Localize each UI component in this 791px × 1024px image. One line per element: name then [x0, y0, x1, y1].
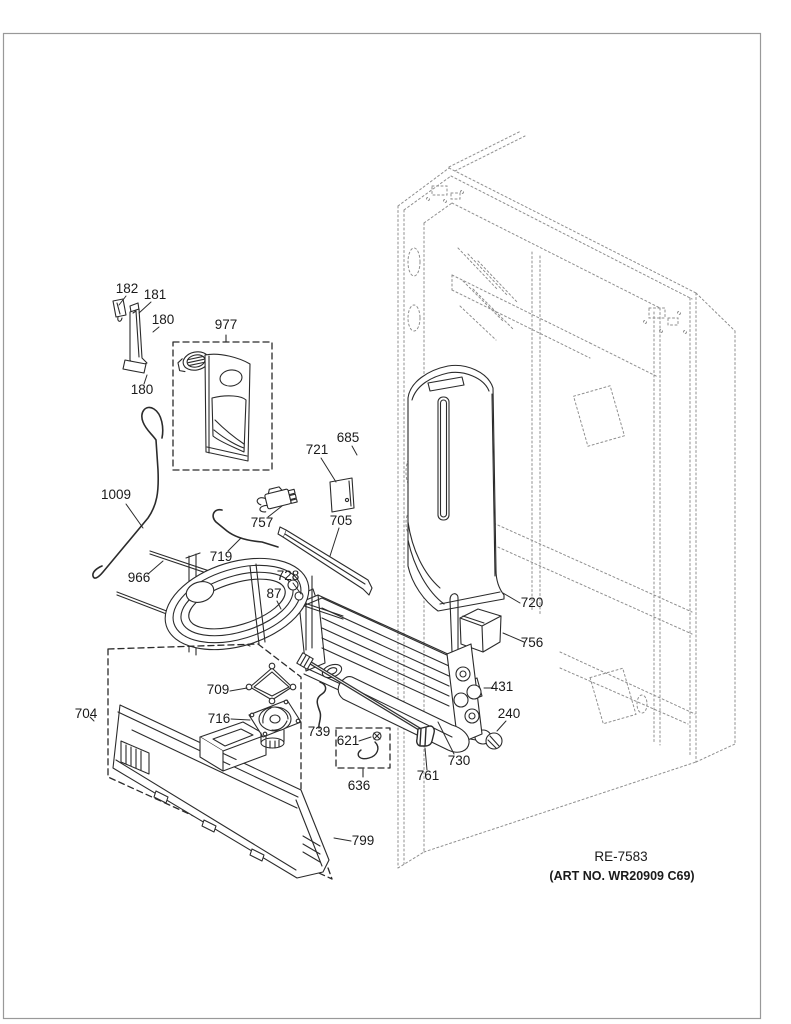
- part-label-181: 181: [144, 287, 167, 302]
- part-label-739: 739: [308, 724, 331, 739]
- part-label-1009: 1009: [101, 487, 131, 502]
- part-label-977: 977: [215, 317, 238, 332]
- part-705-bracket-rail: [277, 526, 373, 596]
- part-label-87: 87: [266, 586, 281, 601]
- labels-layer: 182 181 180 180 977 1009 757 719 966 721 685 705 728…: [75, 281, 544, 848]
- part-label-720: 720: [521, 595, 544, 610]
- part-182-clip: [112, 298, 127, 322]
- part-label-730: 730: [448, 753, 471, 768]
- group-977-damper-cover: [172, 334, 273, 471]
- part-720-evaporator-cover: [407, 364, 505, 612]
- part-label-709: 709: [207, 682, 230, 697]
- part-721-module: [329, 477, 355, 513]
- part-1009-hook-wire: [92, 406, 164, 579]
- part-defrost-heater: [296, 652, 423, 732]
- part-label-966: 966: [128, 570, 151, 585]
- art-number: (ART NO. WR20909 C69): [549, 869, 694, 883]
- part-966-rod-and-coil: [116, 550, 344, 656]
- leader-lines: [89, 295, 525, 842]
- part-label-180: 180: [131, 382, 154, 397]
- part-label-704: 704: [75, 706, 98, 721]
- part-label-721: 721: [306, 442, 329, 457]
- group-636-clip: [335, 727, 391, 778]
- part-label-761: 761: [417, 768, 440, 783]
- part-label-799: 799: [352, 833, 375, 848]
- part-739-wire: [316, 681, 327, 729]
- cabinet-outline: [397, 130, 736, 869]
- part-719-tube: [212, 508, 279, 548]
- part-label-719: 719: [210, 549, 233, 564]
- part-label-705: 705: [330, 513, 353, 528]
- part-label-756: 756: [521, 635, 544, 650]
- part-label-431: 431: [491, 679, 514, 694]
- part-label-621: 621: [337, 733, 360, 748]
- part-709-fan-gasket: [245, 662, 297, 705]
- part-label-757: 757: [251, 515, 274, 530]
- part-761-grommet: [416, 725, 435, 747]
- part-label-240: 240: [498, 706, 521, 721]
- part-181-bracket: [122, 302, 148, 374]
- part-756-air-duct: [459, 608, 502, 653]
- part-716-fan: [248, 699, 302, 749]
- part-label-685: 685: [337, 430, 360, 445]
- drawing-number: RE-7583: [594, 849, 647, 864]
- part-label-636: 636: [348, 778, 371, 793]
- part-757-connector: [256, 486, 298, 513]
- part-label-180: 180: [152, 312, 175, 327]
- page-border: [2, 32, 762, 1020]
- part-label-728: 728: [277, 568, 300, 583]
- part-799-air-duct-assembly: [112, 704, 330, 879]
- part-label-716: 716: [208, 711, 231, 726]
- part-label-182: 182: [116, 281, 139, 296]
